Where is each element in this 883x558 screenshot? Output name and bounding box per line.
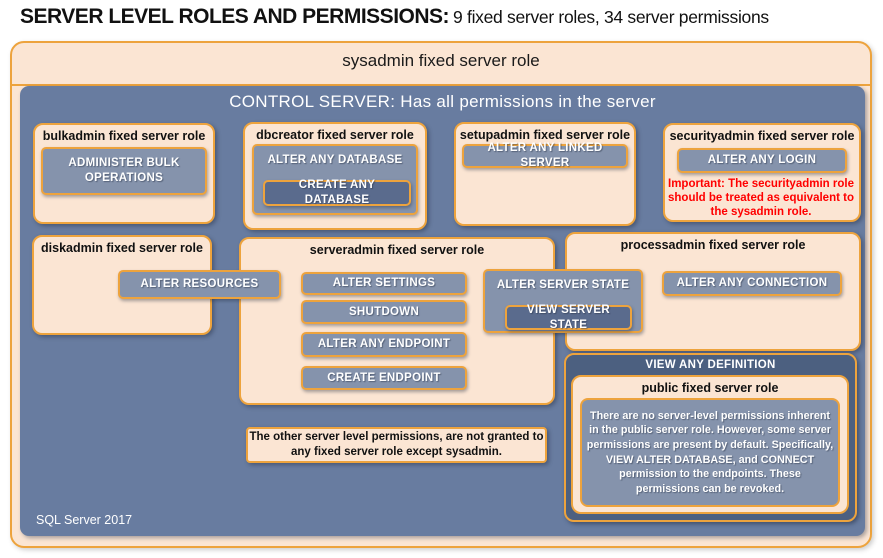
permission-alter-settings: ALTER SETTINGS [301,272,467,295]
permission-alter-server-state-label: ALTER SERVER STATE [496,279,630,291]
other-permissions-note: The other server level permissions, are … [246,427,547,463]
permission-alter-any-database-label: ALTER ANY DATABASE [267,154,403,166]
permission-alter-server-state: ALTER SERVER STATE VIEW SERVER STATE [483,269,643,333]
diskadmin-role-title: diskadmin fixed server role [41,241,203,255]
securityadmin-warning-note: Important: The securityadmin role should… [668,178,854,218]
page-title-subtitle: 9 fixed server roles, 34 server permissi… [453,7,769,27]
sysadmin-role-label: sysadmin fixed server role [342,51,540,70]
securityadmin-role-box: securityadmin fixed server role ALTER AN… [663,123,861,222]
setupadmin-role-title: setupadmin fixed server role [459,128,631,142]
permission-alter-any-endpoint: ALTER ANY ENDPOINT [301,332,467,357]
processadmin-role-title: processadmin fixed server role [620,238,806,252]
dbcreator-role-title: dbcreator fixed server role [256,128,414,142]
permission-alter-any-linked-server: ALTER ANY LINKED SERVER [462,142,628,169]
securityadmin-role-title: securityadmin fixed server role [669,129,855,143]
permission-view-server-state: VIEW SERVER STATE [505,304,632,331]
public-role-description: There are no server-level permissions in… [580,398,840,507]
permission-create-any-database: CREATE ANY DATABASE [263,179,411,206]
page-title: SERVER LEVEL ROLES AND PERMISSIONS:9 fix… [20,5,860,29]
setupadmin-role-box: setupadmin fixed server role ALTER ANY L… [454,122,636,226]
control-server-header: CONTROL SERVER: Has all permissions in t… [229,92,656,111]
public-role-box: public fixed server role There are no se… [571,375,849,514]
sql-server-version-label: SQL Server 2017 [36,513,133,527]
page-title-heading: SERVER LEVEL ROLES AND PERMISSIONS: [20,5,450,28]
sysadmin-divider-line [11,84,871,86]
serveradmin-role-title: serveradmin fixed server role [309,243,485,257]
permission-alter-any-connection: ALTER ANY CONNECTION [662,271,842,296]
bulkadmin-role-title: bulkadmin fixed server role [42,129,206,143]
permission-shutdown: SHUTDOWN [301,300,467,324]
bulkadmin-role-box: bulkadmin fixed server role ADMINISTER B… [33,123,215,224]
permission-alter-resources: ALTER RESOURCES [118,270,281,299]
permission-alter-any-database: ALTER ANY DATABASE CREATE ANY DATABASE [252,144,418,215]
permission-administer-bulk-operations: ADMINISTER BULK OPERATIONS [41,147,207,195]
view-any-definition-label: VIEW ANY DEFINITION [645,359,776,371]
public-role-title: public fixed server role [641,381,779,395]
permission-create-endpoint: CREATE ENDPOINT [301,366,467,390]
view-any-definition-box: VIEW ANY DEFINITION public fixed server … [564,353,857,522]
permission-alter-any-login: ALTER ANY LOGIN [677,148,847,173]
dbcreator-role-box: dbcreator fixed server role ALTER ANY DA… [243,122,427,230]
